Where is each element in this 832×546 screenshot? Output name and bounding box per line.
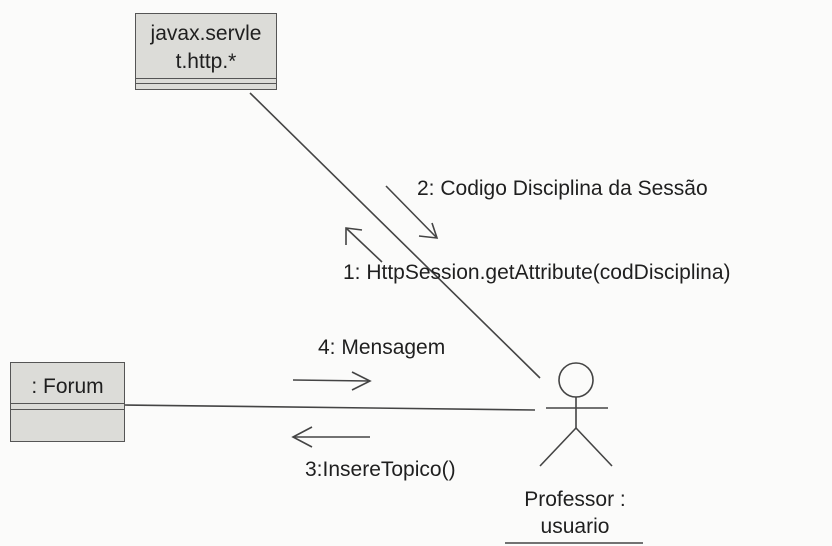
object-separator: [136, 83, 276, 84]
object-separator: [11, 409, 124, 410]
arrow-message-4: [292, 371, 372, 391]
link-servlet-actor: [249, 92, 541, 379]
message-3-label: 3:InsereTopico(): [305, 458, 456, 481]
actor-name-line1: Professor :: [524, 488, 626, 511]
object-separator: [11, 403, 124, 404]
object-name-line1: javax.servle: [150, 22, 262, 45]
arrow-message-3: [291, 426, 370, 448]
object-name-line2: t.http.*: [175, 50, 237, 73]
message-4-label: 4: Mensagem: [318, 336, 446, 359]
arrow-message-1: [345, 227, 383, 263]
object-forum[interactable]: : Forum: [10, 362, 125, 442]
object-forum-name: : Forum: [31, 375, 104, 398]
actor-name-line2: usuario: [540, 515, 610, 538]
object-separator: [136, 78, 276, 79]
object-javax-servlet-http[interactable]: javax.servle t.http.*: [135, 13, 277, 90]
actor-stick-figure: [539, 362, 613, 467]
message-2-label: 2: Codigo Disciplina da Sessão: [417, 177, 708, 200]
arrow-message-2: [385, 185, 439, 239]
message-1-label: 1: HttpSession.getAttribute(codDisciplin…: [343, 261, 731, 284]
link-forum-actor: [124, 404, 536, 411]
